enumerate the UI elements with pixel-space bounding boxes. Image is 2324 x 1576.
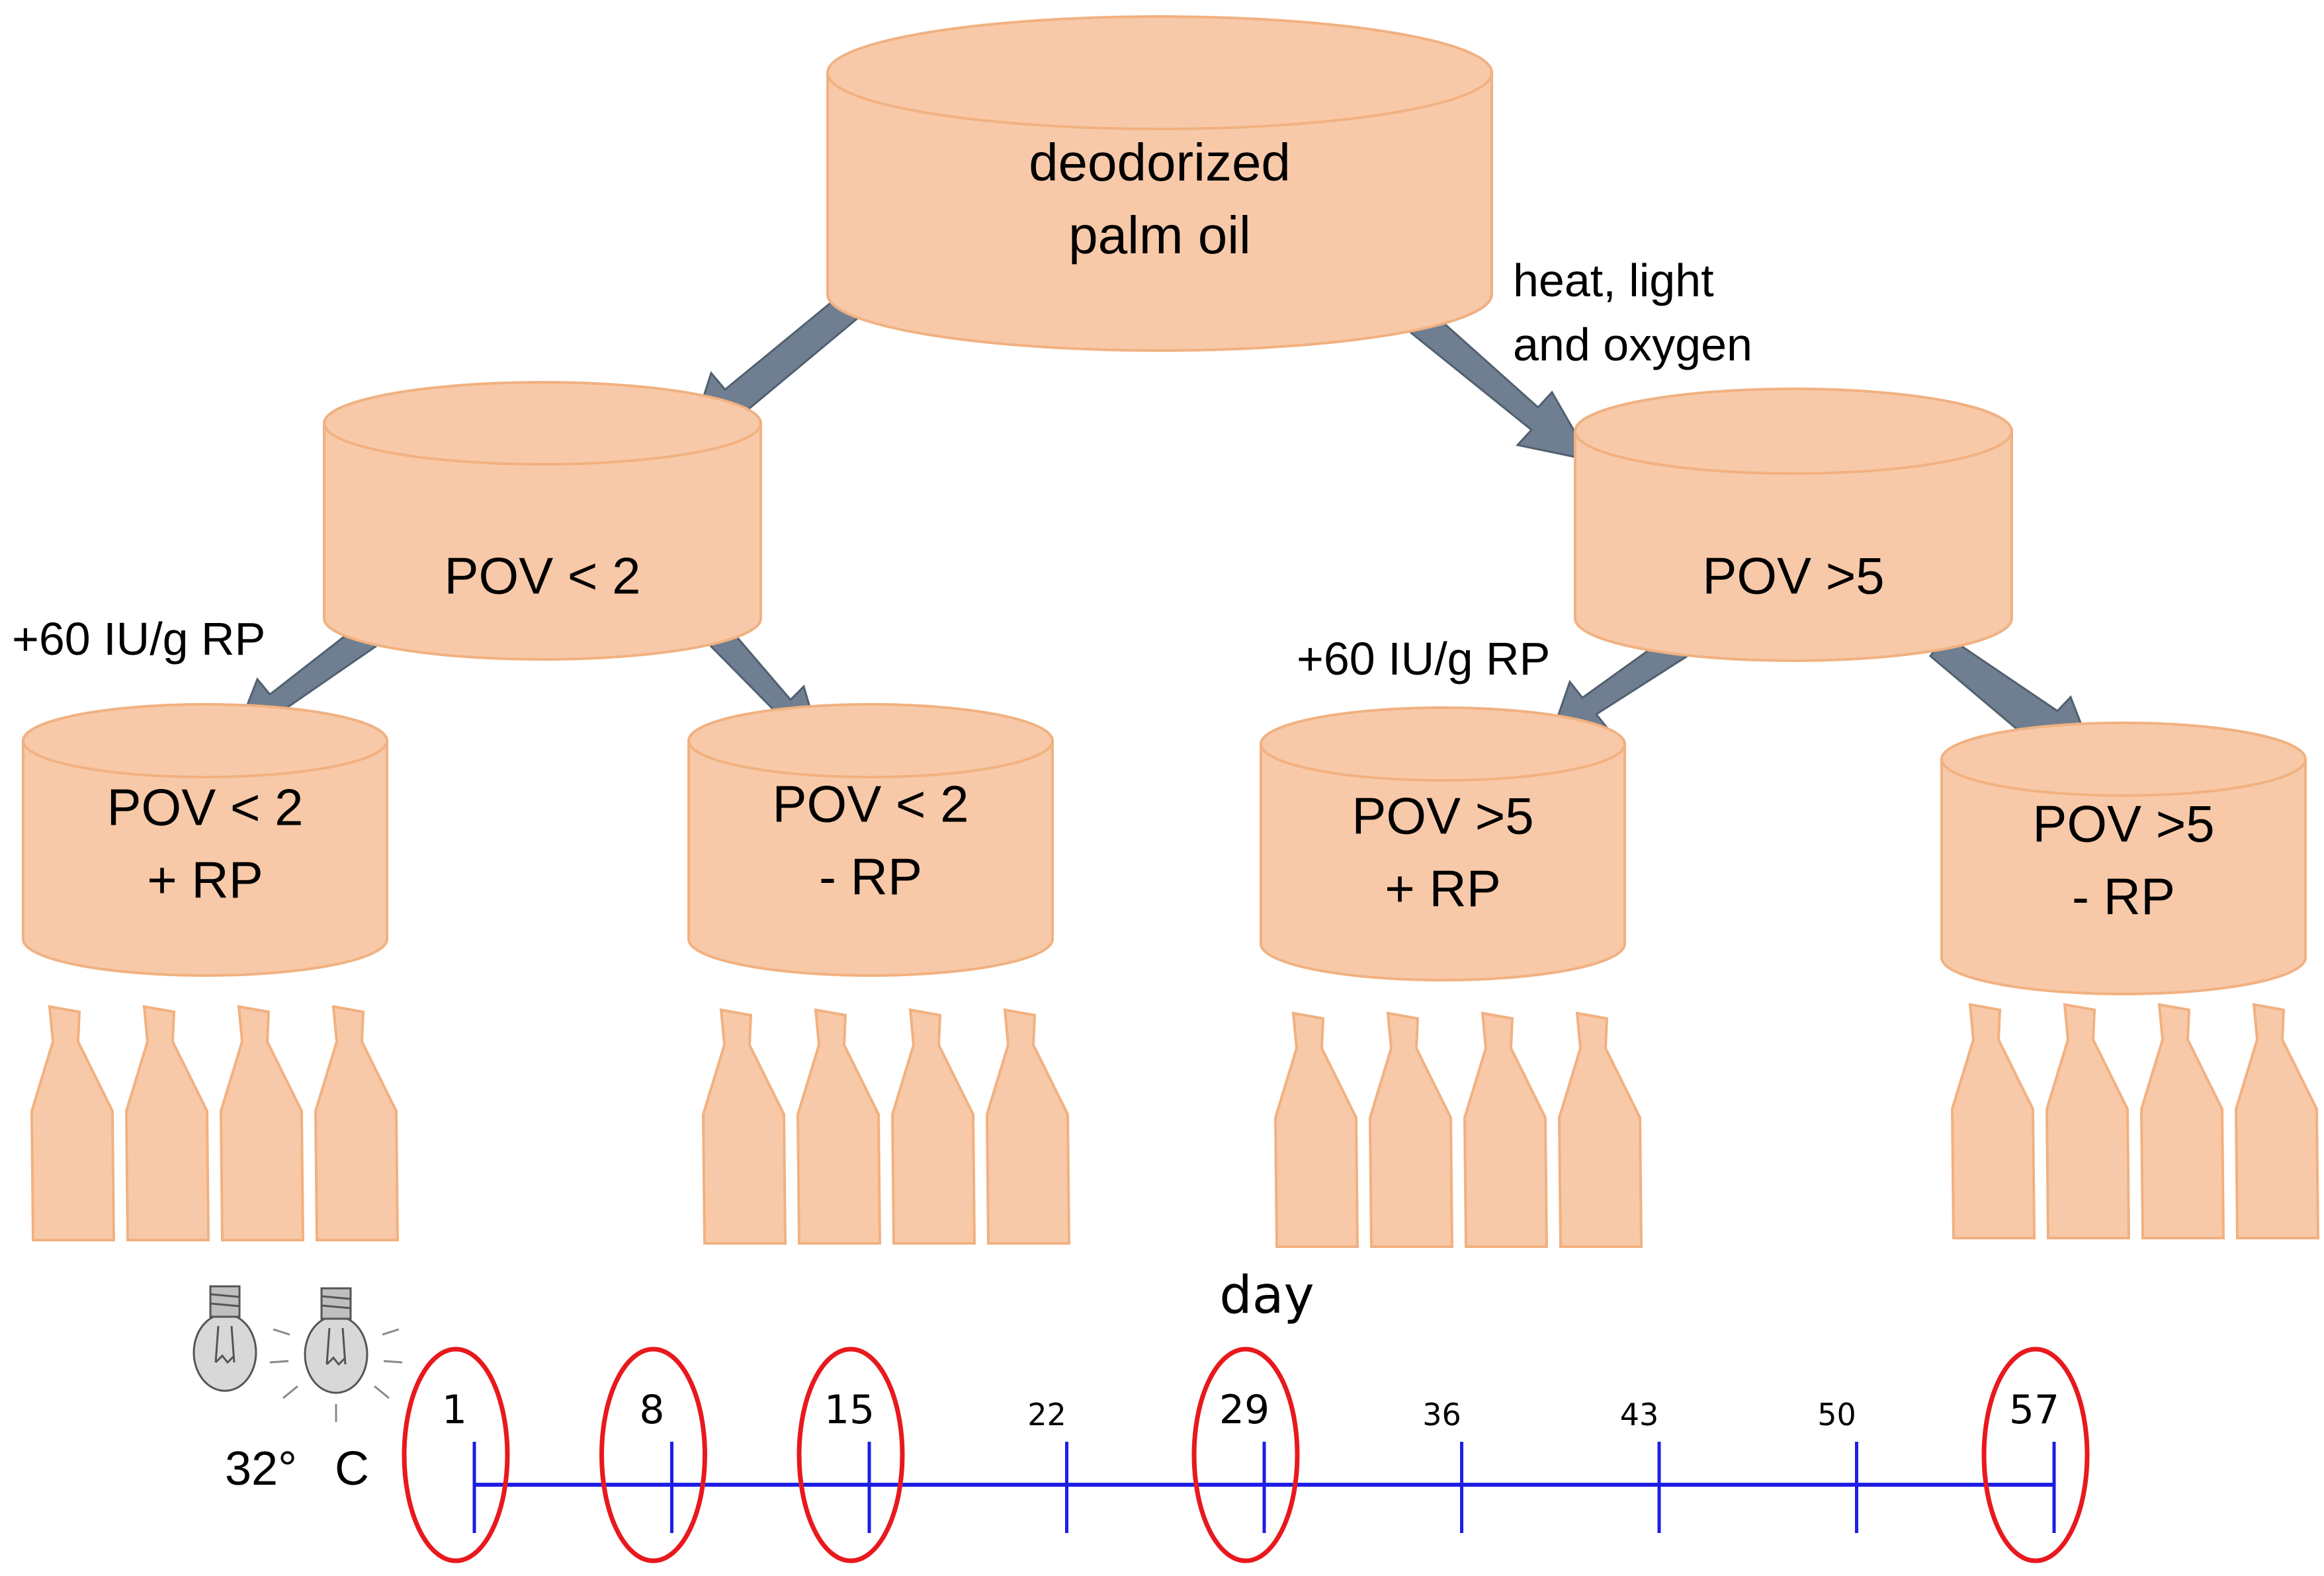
timeline-day-label: 22 bbox=[1027, 1397, 1066, 1432]
bottle-icon bbox=[1463, 1012, 1548, 1248]
bottle-icon bbox=[220, 1005, 304, 1241]
container-label: POV >5 bbox=[1702, 546, 1884, 604]
container-bottom-4: POV >5 - RP bbox=[1940, 722, 2307, 995]
bottles bbox=[30, 1003, 2319, 1248]
bottle-icon bbox=[796, 1009, 881, 1245]
container-bottom-3: POV >5 + RP bbox=[1260, 706, 1626, 981]
treatment-label-line-1: heat, light bbox=[1513, 255, 1714, 306]
timeline-day-label: 36 bbox=[1422, 1397, 1461, 1432]
timeline-day-label: 1 bbox=[442, 1387, 467, 1433]
temperature-unit: C bbox=[335, 1442, 369, 1495]
bottle-icon bbox=[2045, 1003, 2130, 1239]
sampling-day-circle bbox=[796, 1347, 905, 1563]
bottle-icon bbox=[30, 1005, 115, 1241]
treatment-label-line-2: and oxygen bbox=[1513, 319, 1752, 370]
timeline: 1 8 15 22 29 36 43 50 57 bbox=[402, 1347, 2090, 1563]
bottle-icon bbox=[125, 1005, 210, 1241]
bottle-icon bbox=[891, 1009, 976, 1245]
bottle-icon bbox=[1274, 1012, 1359, 1248]
sampling-day-circle bbox=[402, 1347, 510, 1563]
bottle-icon bbox=[1951, 1003, 2036, 1239]
bottle-icon bbox=[314, 1005, 399, 1241]
light-bulb-on-icon bbox=[269, 1287, 403, 1422]
timeline-day-label: 15 bbox=[824, 1387, 875, 1433]
bottle-icon bbox=[2140, 1003, 2225, 1239]
sampling-day-circle bbox=[1981, 1347, 2090, 1563]
bottle-icon bbox=[702, 1009, 787, 1245]
container-label: POV >5 bbox=[2032, 794, 2214, 852]
timeline-day-label: 8 bbox=[639, 1387, 664, 1433]
sampling-day-circle bbox=[1191, 1347, 1300, 1563]
light-bulb-off-icon bbox=[193, 1285, 257, 1392]
timeline-day-label: 43 bbox=[1620, 1397, 1659, 1432]
container-mid-right: POV >5 bbox=[1574, 388, 2013, 662]
container-bottom-2: POV < 2 - RP bbox=[687, 703, 1054, 977]
timeline-day-label: 57 bbox=[2009, 1387, 2059, 1433]
container-label: POV >5 bbox=[1352, 786, 1533, 845]
container-label: POV < 2 bbox=[773, 774, 969, 833]
container-label: + RP bbox=[1385, 859, 1501, 917]
annotation-treatment: heat, light and oxygen bbox=[1513, 255, 1752, 370]
bottle-icon bbox=[1558, 1012, 1643, 1248]
timeline-day-label: 29 bbox=[1219, 1387, 1270, 1433]
bottle-icon bbox=[2235, 1003, 2319, 1239]
container-label: POV < 2 bbox=[107, 778, 304, 836]
container-label: POV < 2 bbox=[445, 546, 641, 604]
container-label: deodorized bbox=[1029, 133, 1291, 192]
container-bottom-1: POV < 2 + RP bbox=[22, 703, 388, 977]
container-label: - RP bbox=[2072, 867, 2175, 925]
container-label: - RP bbox=[819, 847, 922, 905]
container-label: + RP bbox=[147, 850, 263, 909]
bottle-icon bbox=[986, 1009, 1070, 1245]
container-mid-left: POV < 2 bbox=[323, 381, 762, 661]
timeline-day-label: 50 bbox=[1817, 1397, 1856, 1432]
temperature-value: 32° bbox=[225, 1442, 297, 1495]
container-label: palm oil bbox=[1068, 206, 1251, 265]
container-top: deodorized palm oil bbox=[826, 15, 1493, 352]
timeline-title: day bbox=[1219, 1266, 1314, 1325]
rp-dose-label-left: +60 IU/g RP bbox=[12, 613, 265, 665]
sampling-day-circle bbox=[599, 1347, 707, 1563]
rp-dose-label-right: +60 IU/g RP bbox=[1297, 633, 1550, 684]
bottle-icon bbox=[1369, 1012, 1453, 1248]
